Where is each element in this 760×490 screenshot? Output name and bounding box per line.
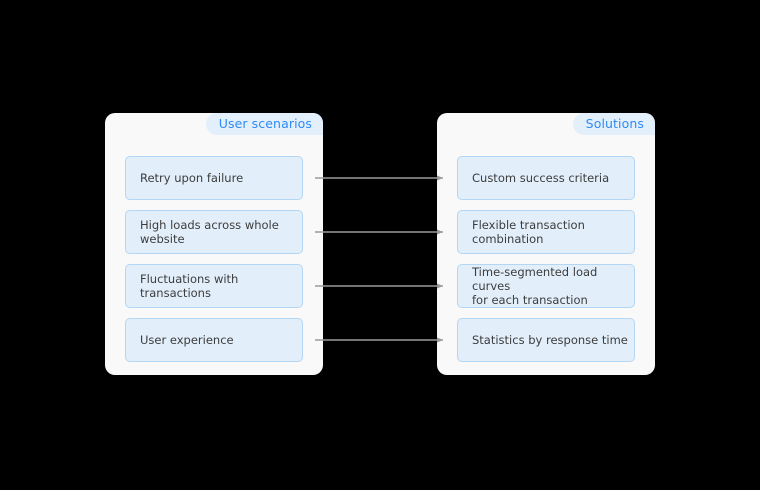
user-scenarios-panel-label: User scenarios — [205, 113, 323, 135]
scenario-card-label: User experience — [140, 333, 234, 347]
solutions-card-list: Custom success criteria Flexible transac… — [457, 156, 635, 362]
solutions-panel-label: Solutions — [572, 113, 655, 135]
scenario-card-label: Fluctuations with transactions — [140, 272, 239, 300]
scenario-card-label: High loads across whole website — [140, 218, 279, 246]
user-scenarios-panel: User scenarios Retry upon failure High l… — [105, 113, 323, 375]
solution-card-custom-success-criteria[interactable]: Custom success criteria — [457, 156, 635, 200]
solution-card-time-segmented-load-curves[interactable]: Time-segmented load curves for each tran… — [457, 264, 635, 308]
solution-card-label: Statistics by response time — [472, 333, 628, 347]
solution-card-label: Time-segmented load curves for each tran… — [472, 265, 598, 307]
solution-card-statistics-by-response-time[interactable]: Statistics by response time — [457, 318, 635, 362]
solutions-panel: Solutions Custom success criteria Flexib… — [437, 113, 655, 375]
user-scenarios-card-list: Retry upon failure High loads across who… — [125, 156, 303, 362]
scenario-card-label: Retry upon failure — [140, 171, 244, 185]
scenario-card-user-experience[interactable]: User experience — [125, 318, 303, 362]
solution-card-flexible-transaction-combination[interactable]: Flexible transaction combination — [457, 210, 635, 254]
scenario-card-retry-upon-failure[interactable]: Retry upon failure — [125, 156, 303, 200]
scenario-card-high-loads[interactable]: High loads across whole website — [125, 210, 303, 254]
scenario-card-fluctuations[interactable]: Fluctuations with transactions — [125, 264, 303, 308]
solution-card-label: Custom success criteria — [472, 171, 610, 185]
solution-card-label: Flexible transaction combination — [472, 218, 585, 246]
